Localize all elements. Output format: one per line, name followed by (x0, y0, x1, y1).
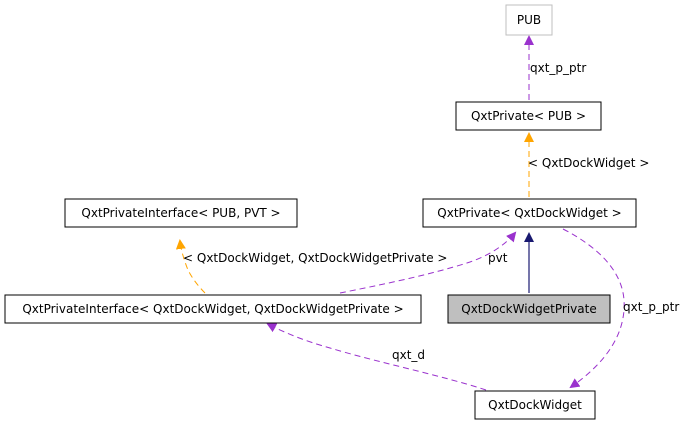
edge-template-interface: < QxtDockWidget, QxtDockWidgetPrivate > (175, 239, 447, 294)
node-qxt-private-dock[interactable]: QxtPrivate< QxtDockWidget > (422, 198, 637, 228)
edge-label-pvt: pvt (488, 251, 508, 265)
edge-label-qxt-d: qxt_d (392, 348, 425, 362)
node-qxt-private-interface-dock-label: QxtPrivateInterface< QxtDockWidget, QxtD… (22, 302, 403, 316)
node-qxt-private-pub-label: QxtPrivate< PUB > (471, 109, 586, 123)
edge-label-template-interface: < QxtDockWidget, QxtDockWidgetPrivate > (183, 251, 447, 265)
edge-template-dock: < QxtDockWidget > (524, 132, 649, 197)
node-dock-widget-private-label: QxtDockWidgetPrivate (461, 302, 596, 316)
node-qxt-private-interface[interactable]: QxtPrivateInterface< PUB, PVT > (64, 198, 298, 228)
edge-label-dock-ptr: qxt_p_ptr (623, 300, 679, 314)
node-qxt-private-interface-dock[interactable]: QxtPrivateInterface< QxtDockWidget, QxtD… (4, 294, 422, 324)
node-dock-widget[interactable]: QxtDockWidget (474, 390, 596, 420)
edge-label-template-dock: < QxtDockWidget > (528, 156, 649, 170)
node-dock-widget-label: QxtDockWidget (488, 398, 582, 412)
edge-qxt-d: qxt_d (266, 323, 487, 391)
edge-dock-ptr: qxt_p_ptr (562, 228, 679, 389)
edge-pub-ptr: qxt_p_ptr (524, 35, 586, 100)
edge-pvt: pvt (339, 231, 517, 294)
edge-label-pub-ptr: qxt_p_ptr (530, 61, 586, 75)
node-qxt-private-dock-label: QxtPrivate< QxtDockWidget > (437, 206, 621, 220)
node-pub-label: PUB (517, 13, 541, 27)
node-pub[interactable]: PUB (505, 4, 553, 36)
node-qxt-private-interface-label: QxtPrivateInterface< PUB, PVT > (81, 206, 280, 220)
node-qxt-private-pub[interactable]: QxtPrivate< PUB > (455, 101, 602, 131)
node-dock-widget-private[interactable]: QxtDockWidgetPrivate (447, 294, 611, 324)
